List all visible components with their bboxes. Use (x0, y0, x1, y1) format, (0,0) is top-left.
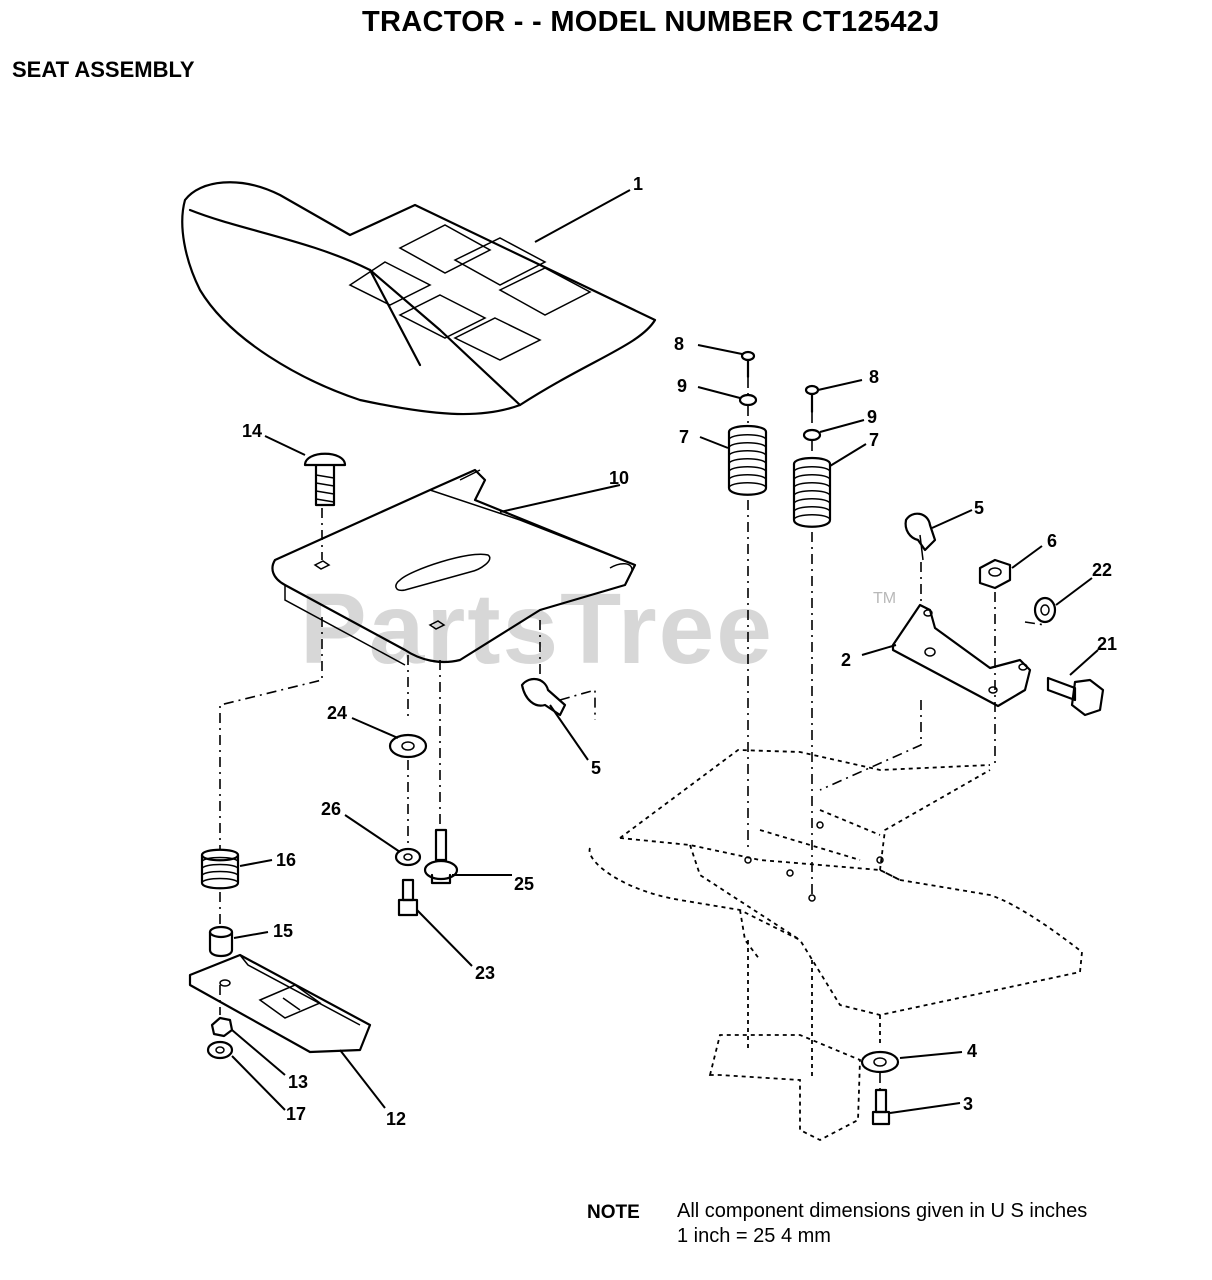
nut-6-part (978, 558, 1012, 590)
page-title: TRACTOR - - MODEL NUMBER CT12542J (362, 6, 940, 38)
washer-24-part (388, 733, 428, 759)
bolt-8-left-part (740, 350, 756, 379)
callout-12: 12 (386, 1109, 406, 1129)
callout-14: 14 (242, 421, 262, 441)
spacer-15-part (208, 925, 234, 958)
watermark: PartsTree (300, 573, 774, 685)
callout-3: 3 (963, 1094, 973, 1114)
lock-washer-26-part (394, 847, 422, 867)
clip-left-part (520, 620, 596, 720)
callout-8-left: 8 (674, 334, 684, 354)
callout-10: 10 (609, 468, 629, 488)
shoulder-bolt-21-part (1046, 676, 1105, 717)
callout-13: 13 (288, 1072, 308, 1092)
spring-7-right-part (792, 456, 832, 528)
callout-4: 4 (967, 1041, 977, 1061)
spring-16-part (200, 848, 240, 890)
callout-7-right: 7 (869, 430, 879, 450)
callout-15: 15 (273, 921, 293, 941)
tractor-frame-outline (588, 749, 1083, 1142)
spring-7-left-part (727, 424, 768, 496)
washer-17-part (206, 1040, 234, 1060)
callout-6: 6 (1047, 531, 1057, 551)
callout-16: 16 (276, 850, 296, 870)
callout-5-left: 5 (591, 758, 601, 778)
washer-4-part (860, 1050, 900, 1074)
washer-22-part (1033, 596, 1057, 624)
section-title: SEAT ASSEMBLY (12, 57, 195, 82)
callout-1: 1 (633, 174, 643, 194)
bolt-3-part (871, 1088, 891, 1126)
callout-5-right: 5 (974, 498, 984, 518)
nut-13-part (210, 1016, 234, 1038)
callout-9-right: 9 (867, 407, 877, 427)
note-label: NOTE (587, 1202, 640, 1223)
note-text-line-2: 1 inch = 25 4 mm (677, 1225, 831, 1247)
callout-22: 22 (1092, 560, 1112, 580)
callout-7-left: 7 (679, 427, 689, 447)
callout-26: 26 (321, 799, 341, 819)
clip-right-part (904, 512, 937, 561)
note-text-line-1: All component dimensions given in U S in… (677, 1200, 1088, 1222)
callout-leader-lines (231, 189, 1099, 1114)
seat-part (181, 181, 657, 416)
callout-17: 17 (286, 1104, 306, 1124)
shoulder-bolt-25-part (423, 828, 459, 885)
bracket-part (891, 603, 1032, 708)
callout-23: 23 (475, 963, 495, 983)
washer-9-left-part (738, 393, 758, 407)
callout-9-left: 9 (677, 376, 687, 396)
slide-plate-part (188, 953, 372, 1054)
bolt-8-right-part (804, 384, 820, 414)
callout-21: 21 (1097, 634, 1117, 654)
watermark-trademark: TM (873, 590, 897, 607)
callout-24: 24 (327, 703, 347, 723)
carriage-bolt-part (303, 452, 347, 507)
bolt-23-part (397, 878, 419, 917)
washer-9-right-part (802, 428, 822, 442)
callout-25: 25 (514, 874, 534, 894)
seat-pan-part (271, 468, 637, 666)
callout-8-right: 8 (869, 367, 879, 387)
callout-2: 2 (841, 650, 851, 670)
